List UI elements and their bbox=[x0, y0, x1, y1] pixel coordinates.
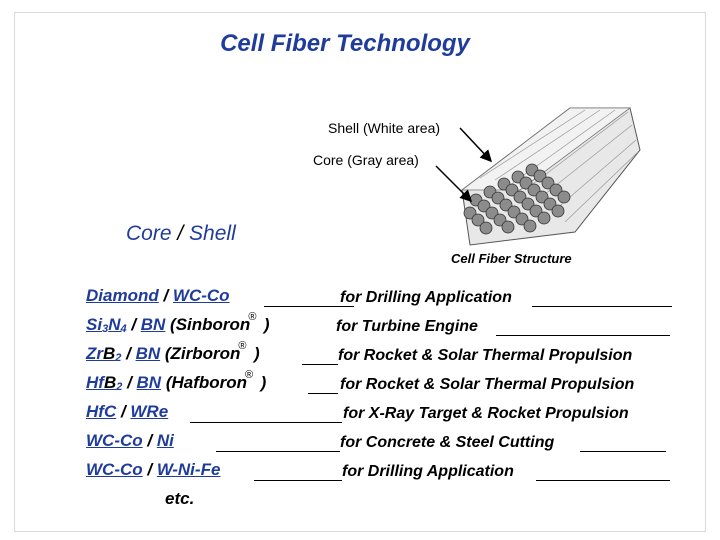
core-material: HfC bbox=[86, 402, 117, 421]
trade-name: Zirboron bbox=[170, 344, 241, 363]
list-item: WC-Co / W-Ni-Fe for Drilling Application bbox=[86, 460, 686, 488]
list-item: HfC / WRe for X-Ray Target & Rocket Prop… bbox=[86, 402, 629, 423]
list-item: Diamond / WC-Co for Drilling Application bbox=[86, 286, 686, 314]
core-arrow bbox=[435, 165, 473, 203]
core-material: Si3N4 bbox=[86, 315, 127, 335]
list-item: Si3N4 / BN (Sinboron® ) for Turbine Engi… bbox=[86, 311, 686, 343]
slide-title: Cell Fiber Technology bbox=[220, 30, 470, 57]
registered-mark: ® bbox=[248, 311, 257, 323]
slide-frame bbox=[14, 12, 706, 532]
shell-material: WC-Co bbox=[172, 286, 230, 305]
shell-material: BN bbox=[136, 373, 162, 392]
shell-label: Shell (White area) bbox=[328, 120, 441, 136]
list-item: ZrB2 / BN (Zirboron® ) for Rocket & Sola… bbox=[86, 340, 633, 365]
cell-fiber-diagram bbox=[435, 107, 641, 246]
shell-word: Shell bbox=[189, 222, 236, 245]
application-text: for X-Ray Target & Rocket Propulsion bbox=[343, 405, 629, 422]
core-cross-section bbox=[463, 163, 571, 235]
diagram-caption: Cell Fiber Structure bbox=[451, 251, 572, 266]
etc-text: etc. bbox=[165, 489, 195, 508]
shell-material: WRe bbox=[130, 402, 169, 421]
core-word: Core bbox=[126, 222, 172, 245]
shell-arrow bbox=[459, 127, 493, 163]
application-text: for Rocket & Solar Thermal Propulsion bbox=[338, 347, 633, 364]
trade-name: Hafboron bbox=[171, 373, 248, 392]
core-material: Diamond bbox=[86, 286, 159, 305]
registered-mark: ® bbox=[238, 340, 247, 352]
core-shell-heading: Core / Shell bbox=[126, 222, 236, 246]
application-text: for Rocket & Solar Thermal Propulsion bbox=[340, 376, 635, 393]
application-text: for Concrete & Steel Cutting bbox=[340, 434, 555, 451]
trade-name: Sinboron bbox=[175, 315, 251, 334]
registered-mark: ® bbox=[245, 369, 254, 381]
application-text: for Turbine Engine bbox=[336, 318, 478, 335]
list-item: WC-Co / Ni for Concrete & Steel Cutting bbox=[86, 431, 686, 459]
list-item: HfB2 / BN (Hafboron® ) for Rocket & Sola… bbox=[86, 369, 635, 394]
shell-material: Ni bbox=[156, 431, 174, 450]
shell-material: BN bbox=[140, 315, 166, 334]
core-shell-slash: / bbox=[171, 222, 190, 245]
core-material: WC-Co bbox=[86, 460, 143, 479]
core-material: HfB2 bbox=[86, 373, 123, 393]
core-material: ZrB2 bbox=[86, 344, 122, 364]
application-text: for Drilling Application bbox=[340, 289, 512, 306]
shell-material: W-Ni-Fe bbox=[156, 460, 221, 479]
core-label: Core (Gray area) bbox=[313, 152, 419, 168]
core-material: WC-Co bbox=[86, 431, 143, 450]
shell-material: BN bbox=[135, 344, 161, 363]
application-text: for Drilling Application bbox=[342, 463, 514, 480]
